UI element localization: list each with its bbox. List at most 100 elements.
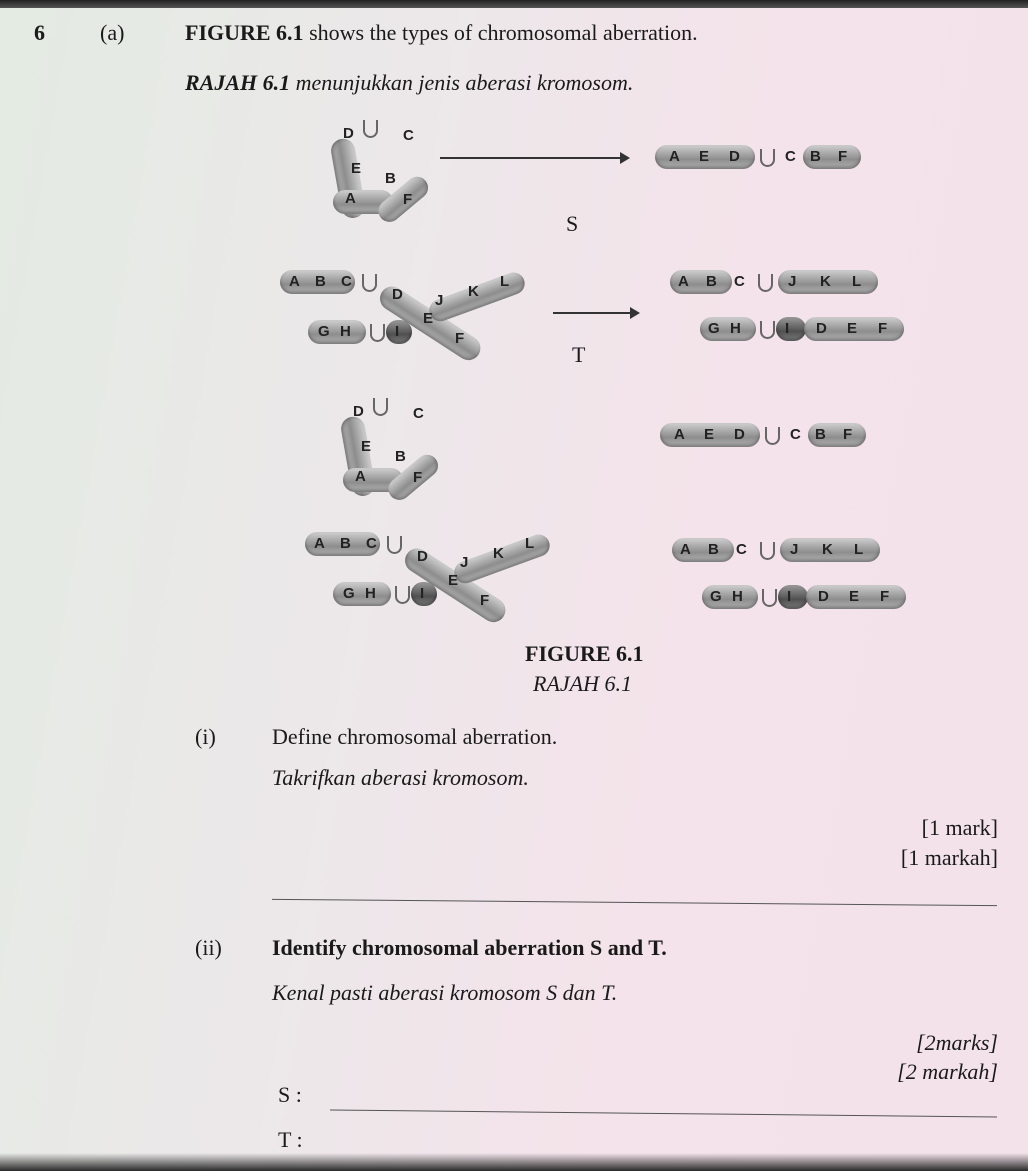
part-ii-number: (ii): [195, 935, 222, 960]
chromosome-gene-label: E: [704, 426, 715, 443]
intro-text-malay: menunjukkan jenis aberasi kromosom.: [290, 70, 634, 95]
chromosome-gene-label: G: [343, 585, 355, 602]
chromosome-gene-label: B: [706, 273, 717, 290]
part-ii-marks-malay: [2 markah]: [897, 1059, 998, 1084]
intro-text: shows the types of chromosomal aberratio…: [303, 20, 698, 45]
chromosome-gene-label: K: [820, 273, 831, 290]
chromosome-arm: [655, 145, 755, 169]
centromere: [758, 274, 773, 292]
chromosome-gene-label: H: [732, 588, 743, 605]
chromosome-gene-label: G: [318, 323, 330, 340]
chromosome-gene-label: H: [340, 323, 351, 340]
chromosome-gene-label: E: [699, 148, 710, 165]
chromosome-arm: [780, 538, 880, 562]
chromosome-gene-label: D: [816, 320, 827, 337]
chromosome-arm: [803, 145, 861, 169]
chromosome-arm: [702, 585, 758, 609]
chromosome-gene-label: K: [493, 545, 504, 562]
chromosome-gene-label: D: [392, 286, 403, 303]
chromosome-arm: [778, 270, 878, 294]
question-number: 6: [34, 20, 45, 45]
chromosome-gene-label: I: [395, 323, 400, 340]
chromosome-gene-label: I: [787, 588, 792, 605]
figure-caption: FIGURE 6.1: [525, 641, 644, 666]
chromosome-gene-label: K: [822, 541, 833, 558]
part-ii-question-malay: Kenal pasti aberasi kromosom S dan T.: [272, 980, 618, 1005]
chromosome-gene-label: B: [708, 541, 719, 558]
chromosome-gene-label: A: [345, 190, 356, 207]
chromosome-arm: [672, 538, 734, 562]
answer-t-label: T :: [278, 1127, 303, 1152]
chromosome-gene-label: A: [680, 541, 691, 558]
centromere: [765, 427, 780, 445]
chromosome-gene-label: B: [810, 148, 821, 165]
chromosome-gene-label: F: [880, 588, 890, 605]
chromosome-gene-label: G: [708, 320, 720, 337]
chromosome-gene-label: B: [340, 535, 351, 552]
chromosome-gene-label: G: [710, 588, 722, 605]
chromosome-gene-label: F: [838, 148, 848, 165]
chromosome-gene-label: E: [351, 160, 362, 177]
chromosome-gene-label: E: [448, 572, 459, 589]
chromosome-arm: [670, 270, 732, 294]
chromosome-gene-label: F: [843, 426, 853, 443]
label-t: T: [572, 342, 586, 367]
chromosome-gene-label: E: [423, 310, 434, 327]
answer-line-s[interactable]: [330, 1109, 997, 1118]
chromosome-gene-label: H: [365, 585, 376, 602]
question-part: (a): [100, 20, 125, 45]
answer-line-i[interactable]: [272, 898, 997, 907]
chromosome-gene-label: A: [669, 148, 680, 165]
chromosome-arm: [308, 320, 366, 344]
figure-ref-malay: RAJAH 6.1: [185, 70, 291, 95]
part-i-number: (i): [195, 724, 216, 749]
chromosome-gene-label: A: [289, 273, 300, 290]
chromosome-arm: [305, 532, 380, 556]
chromosome-gene-label: B: [315, 273, 326, 290]
chromosome-arm: [386, 320, 412, 344]
chromosome-arm: [776, 317, 806, 341]
chromosome-gene-label: D: [734, 426, 745, 443]
chromosome-gene-label: B: [395, 448, 406, 465]
photo-bottom-edge: [0, 1153, 1028, 1171]
chromosome-gene-label: I: [420, 585, 425, 602]
chromosome-gene-label: F: [878, 320, 888, 337]
chromosome-arm: [411, 582, 437, 606]
chromosome-gene-label: C: [366, 535, 377, 552]
centromere: [362, 274, 377, 292]
chromosome-gene-label: L: [854, 541, 864, 558]
centromere: [370, 324, 385, 342]
chromosome-arm: [333, 582, 391, 606]
arrow-t: [553, 307, 640, 319]
chromosome-gene-label: F: [403, 191, 413, 208]
arrow-s: [440, 152, 630, 164]
chromosome-gene-label: D: [417, 548, 428, 565]
chromosome-gene-label: I: [785, 320, 790, 337]
centromere: [373, 398, 388, 416]
chromosome-gene-label: D: [729, 148, 740, 165]
centromere: [387, 536, 402, 554]
chromosome-gene-label: L: [525, 535, 535, 552]
chromosome-gene-label: F: [455, 330, 465, 347]
part-i-question-malay: Takrifkan aberasi kromosom.: [272, 765, 529, 790]
label-s: S: [566, 211, 579, 236]
chromosome-gene-label: K: [468, 283, 479, 300]
chromosome-gene-label: C: [734, 273, 745, 290]
chromosome-gene-label: D: [353, 403, 364, 420]
chromosome-gene-label: J: [790, 541, 799, 558]
chromosome-gene-label: L: [500, 273, 510, 290]
chromosome-gene-label: J: [435, 292, 444, 309]
answer-s-label: S :: [278, 1082, 302, 1107]
question-intro: FIGURE 6.1 shows the types of chromosoma…: [185, 20, 698, 46]
chromosome-gene-label: B: [385, 170, 396, 187]
chromosome-gene-label: L: [852, 273, 862, 290]
part-ii-question: Identify chromosomal aberration S and T.: [272, 935, 667, 960]
part-i-question: Define chromosomal aberration.: [272, 724, 558, 749]
centromere: [762, 589, 777, 607]
chromosome-gene-label: J: [460, 554, 469, 571]
photo-top-edge: [0, 0, 1028, 8]
chromosome-gene-label: A: [674, 426, 685, 443]
chromosome-gene-label: E: [849, 588, 860, 605]
question-intro-malay: RAJAH 6.1 menunjukkan jenis aberasi krom…: [185, 70, 633, 96]
chromosome-gene-label: C: [341, 273, 352, 290]
